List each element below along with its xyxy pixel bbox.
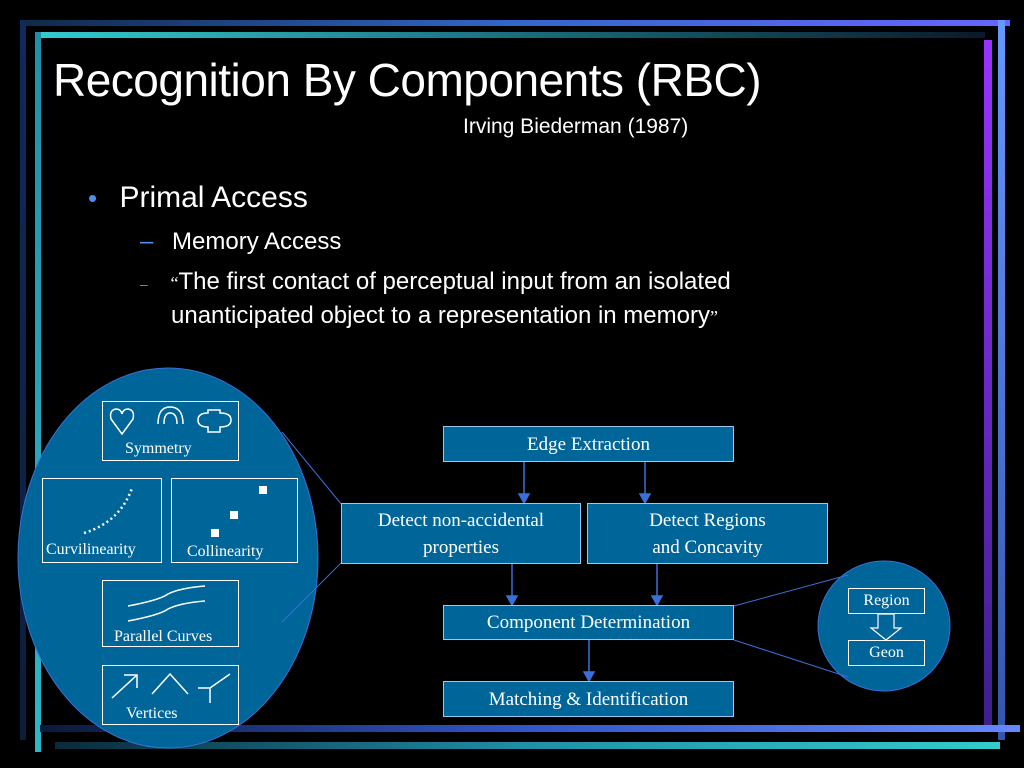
quote-close-mark: ” — [709, 307, 718, 327]
frame-top-bar — [20, 20, 1010, 26]
ellipse-connector-top — [281, 431, 343, 506]
arrowhead-regions-to-component — [650, 595, 664, 607]
box-component-determination-label: Component Determination — [486, 612, 691, 633]
panel-vertices — [102, 665, 239, 725]
box-geon-label: Geon — [869, 644, 904, 661]
square-icon-2 — [230, 511, 238, 519]
dash-icon: – — [140, 228, 154, 255]
slide-subtitle: Irving Biederman (1987) — [463, 115, 689, 138]
frame-top-inner-bar — [35, 32, 985, 38]
label-parallel-curves: Parallel Curves — [114, 628, 213, 645]
panel-parallel-curves — [102, 580, 239, 647]
dash-icon: – — [140, 276, 148, 292]
arrowhead-component-to-matching — [582, 671, 596, 683]
box-region: Region — [848, 588, 925, 614]
box-component-determination: Component Determination — [443, 605, 734, 640]
frame-right-bar — [984, 40, 992, 730]
box-edge-extraction-label: Edge Extraction — [527, 433, 650, 455]
heart-icon — [109, 408, 135, 436]
panel-collinearity — [171, 478, 298, 563]
geon-connector-top — [733, 574, 849, 607]
bullet-quote: – “The first contact of perceptual input… — [140, 265, 731, 301]
arrowhead-edge-to-nonaccidental — [517, 493, 531, 505]
bullet-quote-continued: unanticipated object to a representation… — [171, 299, 718, 334]
quote-line-1: The first contact of perceptual input fr… — [178, 268, 731, 295]
slide-title: Recognition By Components (RBC) — [53, 54, 762, 106]
frame-left-bar — [20, 20, 26, 740]
geon-connector-bottom — [733, 639, 849, 678]
bullet-text: Primal Access — [119, 181, 308, 214]
vertex-fork-icon — [198, 673, 231, 703]
square-icon-3 — [211, 529, 219, 537]
box-detect-regions: Detect Regions and Concavity — [587, 503, 828, 564]
vertex-arrow-icon — [111, 674, 138, 699]
properties-ellipse — [17, 367, 319, 749]
frame-left-inner-bar — [35, 32, 41, 752]
box-detect-nonaccidental-line2: properties — [423, 536, 499, 558]
box-detect-regions-line2: and Concavity — [652, 536, 763, 558]
label-vertices: Vertices — [126, 705, 178, 722]
geon-ellipse — [817, 560, 951, 692]
box-matching-identification-label: Matching & Identification — [488, 688, 689, 710]
curve-icon — [83, 487, 134, 535]
quote-line-2: unanticipated object to a representation… — [171, 302, 710, 329]
panel-curvilinearity — [42, 478, 162, 563]
frame-right-inner-bar — [998, 20, 1005, 740]
label-symmetry: Symmetry — [125, 440, 192, 457]
bullet-text: Memory Access — [172, 228, 342, 255]
box-edge-extraction: Edge Extraction — [443, 426, 734, 462]
box-detect-nonaccidental: Detect non-accidental properties — [341, 503, 581, 564]
down-arrow-icon — [869, 613, 903, 641]
label-curvilinearity: Curvilinearity — [46, 541, 136, 558]
arrowhead-nonaccidental-to-component — [505, 595, 519, 607]
bullet-memory-access: – Memory Access — [140, 225, 341, 259]
cross-icon — [197, 409, 232, 433]
box-geon: Geon — [848, 640, 925, 666]
quote-open-mark: “ — [170, 273, 179, 293]
box-detect-regions-line1: Detect Regions — [649, 509, 766, 531]
square-icon-1 — [259, 486, 267, 494]
arch-icon — [157, 406, 184, 425]
box-region-label: Region — [863, 592, 910, 609]
bullet-dot-icon: • — [88, 183, 98, 213]
parallel-curve-icon-1 — [127, 585, 206, 607]
bullet-primal-access: • Primal Access — [88, 180, 308, 216]
box-detect-nonaccidental-line1: Detect non-accidental — [377, 509, 545, 531]
label-collinearity: Collinearity — [187, 543, 264, 560]
frame-bottom-bar — [40, 725, 1020, 732]
ellipse-connector-bottom — [281, 561, 343, 623]
box-matching-identification: Matching & Identification — [443, 681, 734, 717]
parallel-curve-icon-2 — [127, 600, 206, 622]
frame-bottom-inner-bar — [55, 742, 1000, 749]
panel-symmetry — [102, 401, 239, 461]
arrowhead-edge-to-regions — [638, 493, 652, 505]
vertex-peak-icon — [151, 672, 189, 695]
